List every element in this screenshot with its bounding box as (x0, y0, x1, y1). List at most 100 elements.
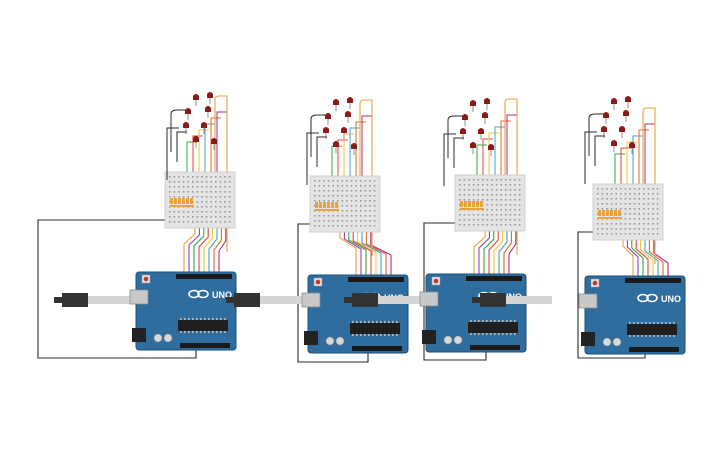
breadboard-hole (463, 194, 466, 196)
led-ground-wire (453, 137, 464, 168)
breadboard-hole (360, 200, 362, 202)
breadboard-hole (491, 184, 493, 186)
chip-pin (356, 321, 358, 323)
breadboard-hole (615, 203, 617, 205)
chip-pin (360, 334, 362, 336)
breadboard-hole (620, 198, 622, 200)
breadboard-hole (597, 203, 599, 205)
breadboard-hole (647, 213, 650, 215)
breadboard-hole (187, 191, 189, 193)
led-wire (632, 135, 643, 184)
signal-wire (631, 240, 644, 278)
breadboard-hole (610, 193, 613, 195)
breadboard-hole (219, 191, 222, 193)
breadboard-hole (364, 180, 367, 182)
breadboard-hole (178, 176, 180, 178)
breadboard-hole (633, 228, 636, 230)
chip-pin (192, 318, 194, 320)
breadboard-hole (597, 193, 599, 195)
breadboard-hole (228, 196, 231, 198)
reset-button-cap (592, 280, 598, 286)
breadboard-hole (459, 189, 461, 191)
signal-wire (483, 231, 495, 276)
breadboard-hole (486, 184, 489, 186)
breadboard-hole (169, 176, 171, 178)
breadboard-hole (472, 184, 475, 186)
breadboard-hole (215, 201, 217, 203)
breadboard-hole (228, 201, 231, 203)
breadboard-hole (318, 225, 321, 227)
led (183, 122, 189, 128)
breadboard-hole (656, 233, 659, 235)
breadboard-hole (500, 219, 502, 221)
breadboard-hole (360, 180, 362, 182)
breadboard-hole (205, 191, 208, 193)
resistor (598, 210, 601, 216)
breadboard-hole (620, 193, 622, 195)
breadboard-hole (205, 181, 208, 183)
breadboard-hole (463, 199, 466, 201)
breadboard-hole (350, 185, 353, 187)
chip-pin (376, 334, 378, 336)
breadboard-hole (638, 213, 640, 215)
breadboard-hole (468, 184, 470, 186)
breadboard-hole (615, 208, 617, 210)
led-ground-wire (594, 135, 605, 166)
breadboard-hole (360, 195, 362, 197)
breadboard-hole (196, 196, 199, 198)
microcontroller-chip (627, 324, 677, 335)
chip-pin (673, 322, 675, 324)
breadboard-hole (633, 223, 636, 225)
breadboard-hole (369, 185, 371, 187)
chip-pin (641, 322, 643, 324)
breadboard-hole (482, 184, 484, 186)
breadboard-hole (601, 233, 604, 235)
usb-port (578, 293, 598, 309)
arduino-board[interactable] (307, 274, 409, 354)
breadboard-hole (597, 208, 599, 210)
breadboard-hole (373, 215, 376, 217)
breadboard-hole (224, 196, 226, 198)
led-wire (488, 132, 499, 175)
breadboard-hole (643, 228, 645, 230)
resistor (331, 202, 334, 208)
arduino-board[interactable] (584, 275, 686, 355)
arduino-board[interactable] (425, 273, 527, 353)
signal-wire (626, 240, 639, 278)
capacitor (453, 335, 463, 345)
breadboard-hole (224, 201, 226, 203)
breadboard-hole (192, 176, 194, 178)
ground-wire (297, 223, 369, 363)
chip-pin (380, 334, 382, 336)
power-jack (422, 330, 436, 344)
signal-wire (648, 240, 664, 278)
breadboard-hole (505, 224, 507, 226)
breadboard-hole (201, 181, 203, 183)
breadboard-hole (205, 196, 208, 198)
breadboard-hole (341, 205, 344, 207)
breadboard-hole (228, 216, 231, 218)
usb-plug (352, 293, 378, 307)
breadboard-hole (187, 176, 189, 178)
breadboard-hole (205, 206, 208, 208)
breadboard-hole (509, 199, 512, 201)
breadboard-hole (620, 208, 622, 210)
chip-pin (657, 322, 659, 324)
breadboard-hole (486, 209, 489, 211)
breadboard-hole (369, 205, 371, 207)
breadboard-hole (201, 211, 203, 213)
led-ground-wire (443, 133, 456, 186)
breadboard-hole (652, 188, 654, 190)
breadboard-hole (601, 208, 604, 210)
breadboard-hole (472, 189, 475, 191)
breadboard-hole (468, 194, 470, 196)
breadboard-hole (477, 194, 479, 196)
breadboard-hole (210, 216, 212, 218)
breadboard-hole (350, 220, 353, 222)
breadboard-hole (505, 209, 507, 211)
arduino-board[interactable] (135, 271, 237, 351)
led (601, 126, 607, 132)
breadboard-hole (606, 223, 608, 225)
breadboard-hole (610, 228, 613, 230)
signal-wire (503, 231, 512, 276)
